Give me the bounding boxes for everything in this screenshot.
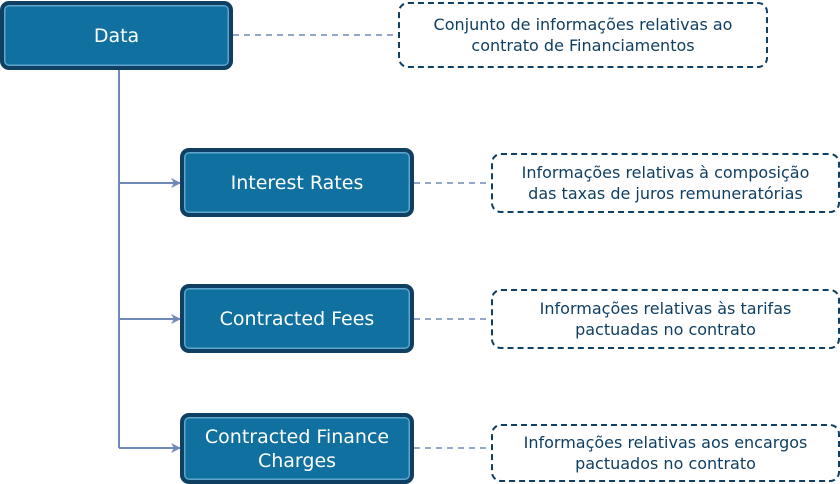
note-interest-rates-text: Informações relativas à composição das t… [521, 163, 810, 203]
note-interest-rates: Informações relativas à composição das t… [491, 153, 840, 213]
note-data-text: Conjunto de informações relativas ao con… [433, 15, 733, 55]
node-contracted-fees: Contracted Fees [180, 284, 414, 353]
node-interest-rates-label: Interest Rates [230, 171, 364, 194]
note-contracted-finance-charges-text: Informações relativas aos encargos pactu… [523, 433, 808, 473]
node-data: Data [0, 1, 233, 70]
note-data: Conjunto de informações relativas ao con… [398, 2, 768, 68]
node-data-label: Data [93, 24, 140, 47]
note-contracted-fees: Informações relativas às tarifas pactuad… [491, 289, 840, 349]
node-contracted-finance-charges-label: Contracted Finance Charges [204, 425, 390, 472]
node-contracted-finance-charges: Contracted Finance Charges [180, 413, 414, 484]
note-contracted-fees-text: Informações relativas às tarifas pactuad… [539, 299, 792, 339]
note-contracted-finance-charges: Informações relativas aos encargos pactu… [491, 424, 840, 482]
node-interest-rates: Interest Rates [180, 148, 414, 217]
node-contracted-fees-label: Contracted Fees [219, 307, 375, 330]
